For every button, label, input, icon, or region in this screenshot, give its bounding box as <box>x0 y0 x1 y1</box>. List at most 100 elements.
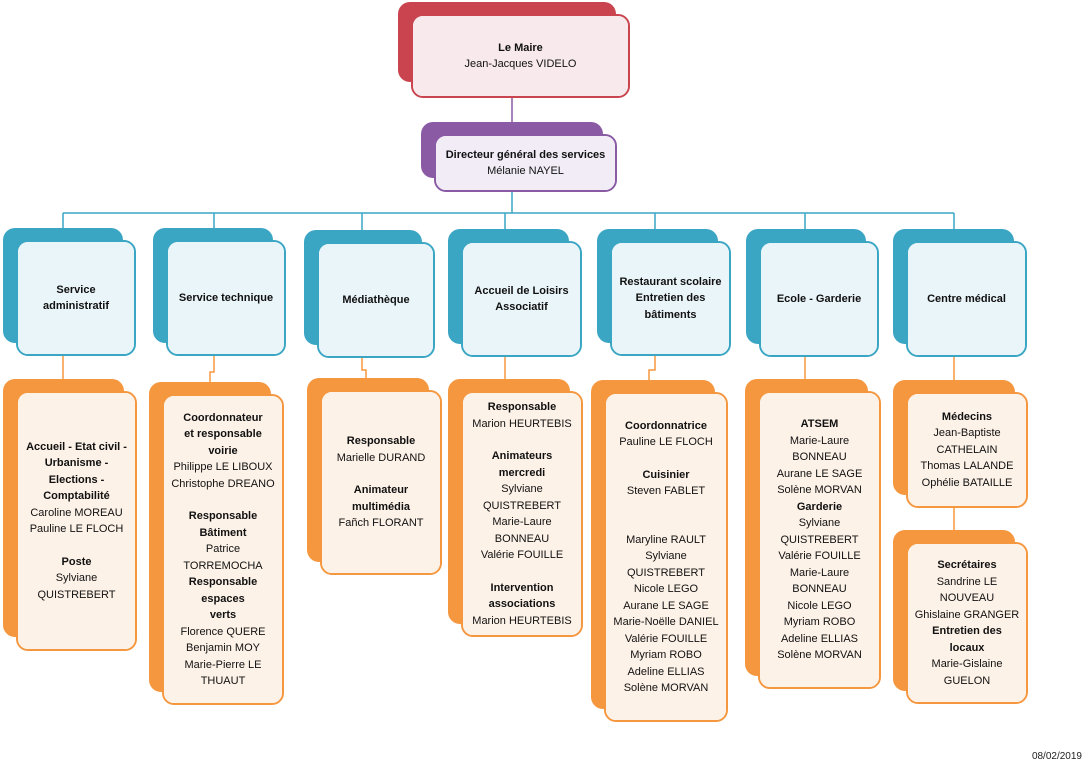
ecole-garderie-member: Solène MORVAN <box>777 649 862 662</box>
medical-role-entretien: Entretien des locaux <box>932 625 1002 654</box>
ecole-staff-box: ATSEM Marie-Laure BONNEAU Aurane LE SAGE… <box>745 379 881 689</box>
dgs-box: Directeur général des services Mélanie N… <box>421 122 617 192</box>
admin-role-comptabilite: Comptabilité <box>43 490 110 503</box>
ecole-garderie-member: Sylviane QUISTREBERT <box>780 517 859 546</box>
restaurant-person: Pauline LE FLOCH <box>619 436 713 448</box>
alsh-role-intervention: Intervention <box>490 581 554 594</box>
technique-role-espaces-verts: Responsable espaces <box>188 576 258 605</box>
medecins-box: Médecins Jean-Baptiste CATHELAIN Thomas … <box>893 380 1028 508</box>
mediatheque-title: Médiathèque <box>342 293 410 306</box>
alsh-person: Marion HEURTEBIS <box>472 417 572 430</box>
ecole-garderie-member: Adeline ELLIAS <box>780 632 859 645</box>
admin-role-urbanisme: Urbanisme - Elections - <box>44 457 109 486</box>
ecole-garderie-member: Valérie FOUILLE <box>778 550 861 563</box>
medical-person: Marie-Gislaine GUELON <box>931 658 1003 687</box>
service-administratif-title: Service administratif <box>42 283 109 313</box>
service-administratif-box: Service administratif <box>3 228 136 356</box>
restaurant-title-line3: bâtiments <box>644 308 697 321</box>
restaurant-staff-member: Maryline RAULT <box>626 533 706 546</box>
restaurant-scolaire-box: Restaurant scolaire Entretien des bâtime… <box>597 229 731 356</box>
accueil-loisirs-title-line1: Accueil de Loisirs <box>474 284 569 297</box>
alsh-person: Valérie FOUILLE <box>480 549 564 561</box>
mediatheque-person: Marielle DURAND <box>336 451 426 464</box>
restaurant-role-cuisinier: Cuisinier <box>642 468 690 481</box>
technique-person: Patrice TORREMOCHA <box>183 543 263 572</box>
restaurant-title-line1: Restaurant scolaire <box>619 275 722 288</box>
dgs-name: Mélanie NAYEL <box>487 165 564 177</box>
technique-person: Marie-Pierre LE <box>184 658 262 671</box>
ecole-garderie-member: Marie-Laure BONNEAU <box>789 566 850 596</box>
accueil-loisirs-title-line2: Associatif <box>495 301 548 313</box>
alsh-person: Marie-Laure BONNEAU <box>492 516 552 545</box>
restaurant-staff-box: Coordonnatrice Pauline LE FLOCH Cuisinie… <box>591 380 728 722</box>
ecole-garderie-member: Nicole LEGO <box>787 599 852 612</box>
technique-person: Florence QUERE <box>180 625 266 638</box>
technique-staff-box: Coordonnateur et responsable voirie Phil… <box>149 382 284 705</box>
mediatheque-staff-box: Responsable Marielle DURAND Animateur mu… <box>307 378 442 575</box>
technique-role-voirie: et responsable voirie <box>184 428 262 457</box>
admin-role-poste: Poste <box>61 555 92 568</box>
ecole-garderie-box: Ecole - Garderie <box>746 229 879 357</box>
maire-box: Le Maire Jean-Jacques VIDELO <box>398 2 630 98</box>
restaurant-staff-member: Nicole LEGO <box>633 583 699 595</box>
technique-role-espaces-verts-line2: verts <box>209 609 237 621</box>
medical-person: Jean-Baptiste <box>933 427 1001 440</box>
alsh-person: Sylviane QUISTREBERT <box>482 483 562 512</box>
restaurant-staff-member: Aurane LE SAGE <box>623 599 709 612</box>
service-technique-box: Service technique <box>153 228 286 356</box>
ecole-garderie-member: Myriam ROBO <box>783 616 856 629</box>
mediatheque-person: Fañch FLORANT <box>338 517 424 530</box>
maire-name: Jean-Jacques VIDELO <box>464 58 577 70</box>
restaurant-staff-member: Sylviane QUISTREBERT <box>626 550 706 579</box>
restaurant-title-line2: Entretien des <box>635 292 706 305</box>
admin-staff-box: Accueil - Etat civil - Urbanisme - Elect… <box>3 379 137 651</box>
ecole-atsem-member: Aurane LE SAGE <box>776 467 863 480</box>
technique-role-coordonnateur: Coordonnateur <box>183 411 263 424</box>
medical-person-line2: CATHELAIN <box>936 443 998 456</box>
restaurant-staff-member: Adeline ELLIAS <box>627 665 705 678</box>
ecole-atsem-member: Solène MORVAN <box>777 484 862 497</box>
restaurant-person: Steven FABLET <box>626 485 706 497</box>
restaurant-role-coordonnatrice: Coordonnatrice <box>625 419 707 432</box>
medical-role-secretaires: Secrétaires <box>937 559 997 571</box>
technique-person-line2: THUAUT <box>200 675 246 687</box>
alsh-staff-box: Responsable Marion HEURTEBIS Animateurs … <box>448 379 583 637</box>
mediatheque-box: Médiathèque <box>304 230 435 358</box>
restaurant-staff-member: Solène MORVAN <box>623 682 709 694</box>
technique-role-batiment: Responsable Bâtiment <box>188 510 258 539</box>
admin-person: Caroline MOREAU <box>30 506 123 519</box>
technique-person: Philippe LE LIBOUX <box>173 461 273 473</box>
document-date: 08/02/2019 <box>1031 751 1082 762</box>
technique-person: Christophe DREANO <box>171 477 275 490</box>
medical-role-medecins: Médecins <box>941 410 993 423</box>
centre-medical-title: Centre médical <box>927 292 1006 305</box>
ecole-garderie-title: Ecole - Garderie <box>776 292 862 305</box>
alsh-role-responsable: Responsable <box>487 401 557 413</box>
dgs-title: Directeur général des services <box>445 148 606 161</box>
centre-medical-box: Centre médical <box>893 229 1027 357</box>
maire-title: Le Maire <box>498 41 543 54</box>
admin-role-accueil: Accueil - Etat civil - <box>26 440 127 453</box>
accueil-loisirs-box: Accueil de Loisirs Associatif <box>448 229 582 357</box>
admin-person: Sylviane QUISTREBERT <box>37 572 116 601</box>
technique-person: Benjamin MOY <box>186 642 260 654</box>
service-technique-title: Service technique <box>178 291 274 304</box>
mediatheque-role-animateur: Animateur multimédia <box>351 484 411 513</box>
alsh-person: Marion HEURTEBIS <box>472 614 572 627</box>
restaurant-staff-member: Myriam ROBO <box>630 649 702 661</box>
restaurant-staff-member: Valérie FOUILLE <box>624 632 708 645</box>
ecole-role-garderie: Garderie <box>796 500 843 513</box>
ecole-atsem-member: Marie-Laure BONNEAU <box>789 434 850 464</box>
ecole-role-atsem: ATSEM <box>800 418 839 431</box>
medical-person: Ophélie BATAILLE <box>921 476 1013 489</box>
medical-person: Ghislaine GRANGER <box>914 608 1020 621</box>
restaurant-staff-member: Marie-Noëlle DANIEL <box>613 616 719 628</box>
admin-person: Pauline LE FLOCH <box>29 523 124 536</box>
alsh-role-associations: associations <box>488 598 556 610</box>
alsh-role-animateurs: Animateurs mercredi <box>491 450 553 479</box>
medical-person: Sandrine LE NOUVEAU <box>936 575 998 605</box>
secretaires-box: Secrétaires Sandrine LE NOUVEAU Ghislain… <box>893 530 1028 704</box>
medical-person: Thomas LALANDE <box>920 460 1014 473</box>
mediatheque-role-responsable: Responsable <box>346 435 416 448</box>
